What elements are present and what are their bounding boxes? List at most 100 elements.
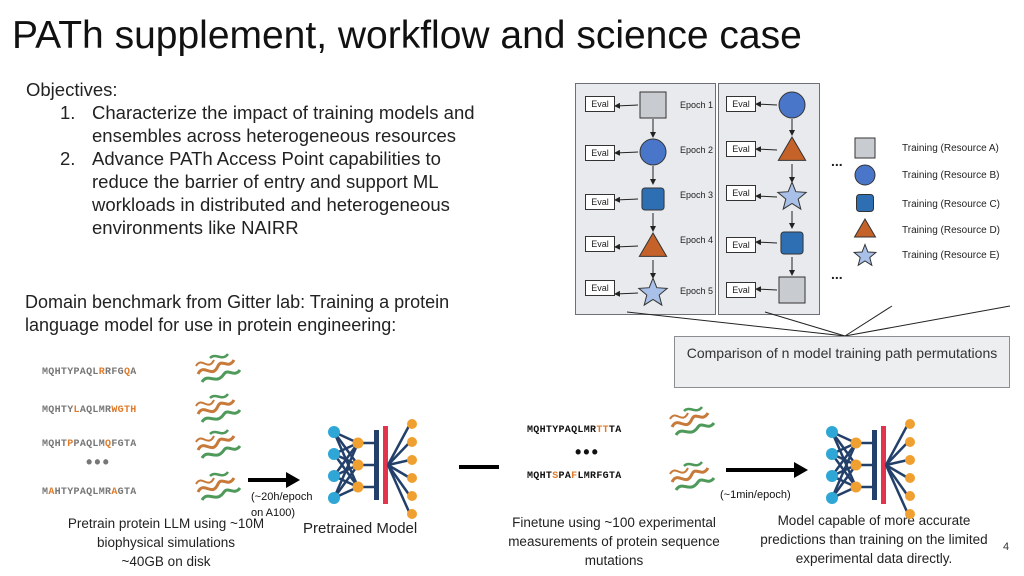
legend-ellipsis: ... — [831, 266, 843, 282]
sequence-segment: AQLMR — [79, 405, 112, 416]
pretrain-sequence: MAHTYPAQLMRAGTA — [42, 487, 137, 498]
sequence-segment: M — [42, 487, 49, 498]
sequence-segment: S — [552, 471, 559, 482]
finetune-sequence: MQHTYPAQLMRTTTA — [527, 425, 622, 436]
objectives-heading: Objectives: — [26, 79, 118, 100]
pretrain-time: (~20h/epoch on A100) — [251, 491, 313, 519]
sequence-segment: LMRFGTA — [577, 471, 622, 482]
resource-b-circle-icon — [639, 138, 667, 166]
connector-line — [626, 311, 846, 337]
legend-label-d: Training (Resource D) — [902, 225, 1000, 236]
sequence-segment: HTYPAQLMR — [54, 487, 112, 498]
sequence-segment: MQHT — [527, 471, 553, 482]
sequence-segment: FGTA — [111, 439, 137, 450]
objective-item: 2. Advance PATh Access Point capabilitie… — [60, 147, 500, 239]
resource-c-rounded-square-icon — [856, 194, 874, 212]
sequence-segment: MQHTYPAQLMR — [527, 425, 597, 436]
resource-a-square-icon — [854, 137, 876, 159]
domain-benchmark-text: Domain benchmark from Gitter lab: Traini… — [25, 292, 450, 335]
sequence-segment: A — [111, 487, 118, 498]
sequence-segment: MQHTY — [42, 405, 74, 416]
pretrain-caption: Pretrain protein LLM using ~10M biophysi… — [67, 516, 265, 569]
resource-e-star-icon — [852, 243, 878, 267]
objective-number: 1. — [60, 102, 76, 123]
objectives-list: 1. Characterize the impact of training m… — [60, 101, 500, 239]
sequence-segment: F — [571, 471, 578, 482]
finetune-caption: Finetune using ~100 experimental measure… — [508, 515, 720, 568]
sequence-segment: R — [98, 367, 106, 378]
resource-e-star-icon — [776, 180, 808, 211]
arrow-to-eval — [755, 146, 778, 153]
epoch-label: Epoch 3 — [680, 190, 714, 200]
eval-box: Eval — [585, 280, 615, 296]
connector-line — [844, 305, 1011, 337]
objective-text: Characterize the impact of training mode… — [92, 102, 475, 146]
resource-d-triangle-icon — [777, 136, 807, 161]
epoch-label: Epoch 1 — [680, 100, 714, 110]
sequence-segment: GTA — [117, 487, 137, 498]
epoch-label: Epoch 2 — [680, 145, 714, 155]
pretrain-sequence: MQHTPPAQLMQFGTA — [42, 439, 137, 450]
eval-box: Eval — [726, 96, 756, 112]
resource-d-triangle-icon — [638, 232, 668, 257]
page-title: PATh supplement, workflow and science ca… — [12, 14, 802, 57]
legend-ellipsis: ... — [831, 153, 843, 169]
sequence-segment: MQHT — [42, 439, 68, 450]
pretrain-sequence: MQHTYLAQLMRWGTH — [42, 405, 137, 416]
legend-label-b: Training (Resource B) — [902, 170, 1000, 181]
arrow-to-eval — [755, 101, 778, 108]
eval-box: Eval — [726, 141, 756, 157]
eval-box: Eval — [726, 237, 756, 253]
sequence-segment: TA — [608, 425, 622, 436]
objective-text: Advance PATh Access Point capabilities t… — [92, 148, 450, 238]
legend-label-e: Training (Resource E) — [902, 250, 1000, 261]
resource-c-rounded-square-icon — [641, 187, 665, 211]
sequence-segment: PA — [558, 471, 572, 482]
sequence-segment: MQHTYPAQL — [42, 367, 99, 378]
sequence-segment: A — [48, 487, 55, 498]
sequence-segment: Q — [123, 367, 131, 378]
arrow-to-eval — [614, 243, 639, 250]
sequence-segment: RFG — [105, 367, 124, 378]
sequence-segment: WGTH — [111, 405, 137, 416]
resource-d-triangle-icon — [853, 218, 877, 238]
resource-e-star-icon — [637, 276, 669, 307]
arrow-to-eval — [755, 286, 778, 293]
connector-line — [844, 305, 893, 337]
pretrain-ellipsis: ••• — [86, 452, 111, 472]
resource-b-circle-icon — [778, 91, 806, 119]
sequence-segment: Q — [105, 439, 112, 450]
comparison-box: Comparison of n model training path perm… — [674, 336, 1010, 388]
legend-label-a: Training (Resource A) — [902, 143, 999, 154]
arrow-to-eval — [755, 193, 778, 200]
final-model-caption: Model capable of more accurate predictio… — [760, 513, 988, 566]
arrow-to-eval — [614, 149, 639, 156]
pretrain-sequence: MQHTYPAQLRRFGQA — [42, 367, 137, 378]
sequence-segment: TT — [596, 425, 609, 436]
epoch-label: Epoch 5 — [680, 286, 714, 296]
arrow-to-eval — [614, 196, 639, 203]
resource-c-rounded-square-icon — [780, 231, 804, 255]
pretrained-model-label: Pretrained Model — [303, 520, 418, 537]
resource-a-square-icon — [639, 91, 667, 119]
eval-box: Eval — [726, 282, 756, 298]
resource-b-circle-icon — [854, 164, 876, 186]
sequence-segment: L — [73, 405, 80, 416]
objective-number: 2. — [60, 148, 76, 169]
connector-line — [764, 311, 846, 337]
arrow-to-eval — [755, 239, 778, 246]
finetune-time: (~1min/epoch) — [720, 489, 791, 501]
objective-item: 1. Characterize the impact of training m… — [60, 101, 500, 147]
arrow-to-eval — [614, 290, 639, 297]
sequence-segment: PAQLM — [73, 439, 106, 450]
sequence-segment: P — [67, 439, 74, 450]
eval-box: Eval — [585, 96, 615, 112]
eval-box: Eval — [726, 185, 756, 201]
page-number: 4 — [1003, 541, 1010, 553]
finetune-ellipsis: ••• — [575, 442, 600, 462]
legend-label-c: Training (Resource C) — [902, 199, 1000, 210]
eval-box: Eval — [585, 194, 615, 210]
eval-box: Eval — [585, 236, 615, 252]
resource-a-square-icon — [778, 276, 806, 304]
